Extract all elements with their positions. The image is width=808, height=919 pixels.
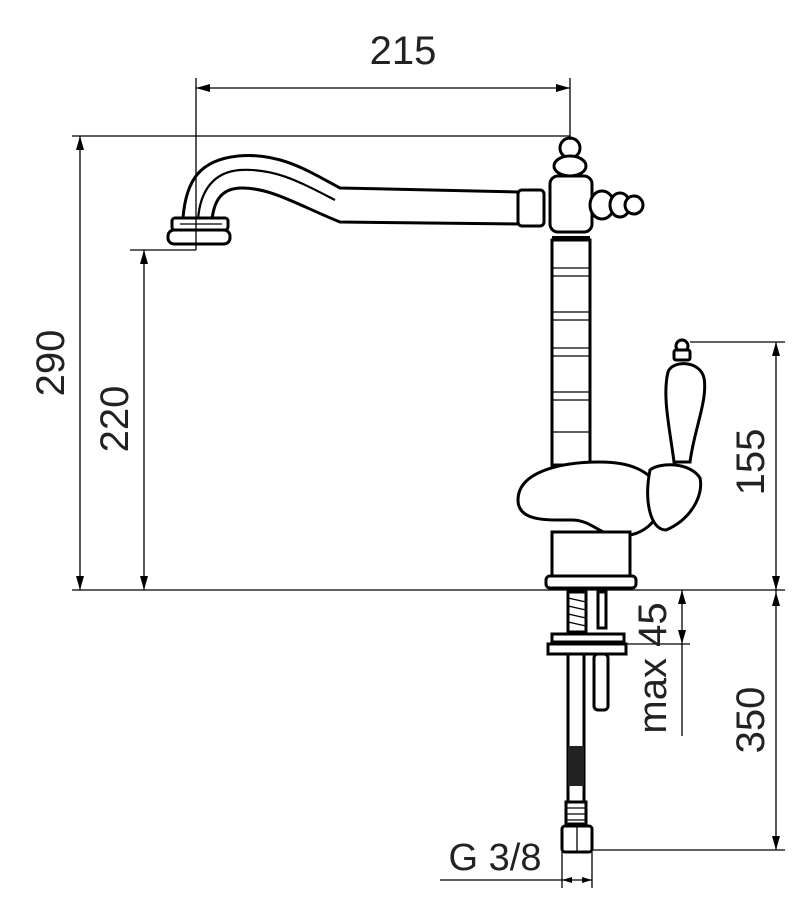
dim-total-height: 290 bbox=[29, 330, 73, 397]
dimension-lines bbox=[72, 78, 785, 888]
mixer-body bbox=[516, 460, 662, 590]
spout bbox=[166, 153, 546, 246]
dim-spout-reach: 215 bbox=[370, 29, 437, 73]
dimension-labels: 215 290 220 155 max 45 350 G 3/8 bbox=[29, 29, 773, 879]
dim-hose-length: 350 bbox=[729, 687, 773, 754]
mounting-kit bbox=[546, 590, 628, 854]
column bbox=[550, 238, 592, 467]
body-top bbox=[548, 136, 645, 240]
dim-connection-thread: G 3/8 bbox=[449, 837, 542, 879]
faucet bbox=[166, 136, 707, 854]
lever-handle bbox=[646, 338, 707, 532]
dim-spout-height: 220 bbox=[93, 386, 137, 453]
dim-handle-height: 155 bbox=[729, 429, 773, 496]
dim-deck-thickness: max 45 bbox=[631, 602, 675, 733]
